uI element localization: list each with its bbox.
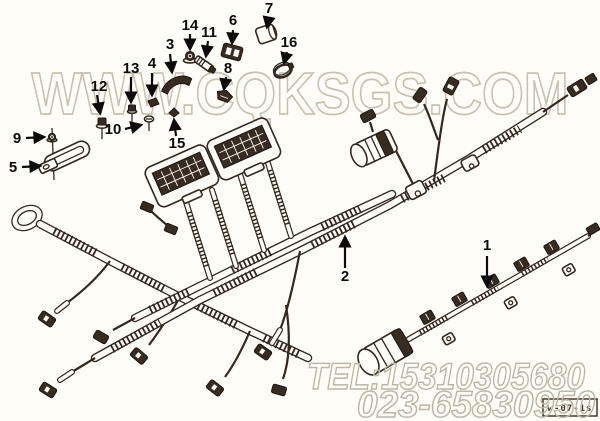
svg-text:10: 10	[105, 121, 122, 138]
branch-wire	[281, 304, 290, 380]
branch-wire	[432, 98, 449, 182]
svg-text:14: 14	[182, 17, 199, 34]
screw-icon	[126, 104, 138, 122]
plug-connector	[585, 222, 600, 236]
callout-3: 3	[164, 36, 178, 75]
nut-icon	[46, 132, 58, 143]
sensor-connector	[359, 108, 377, 124]
branch-wire	[278, 250, 302, 331]
clip-icon	[147, 97, 160, 108]
svg-text:13: 13	[123, 60, 140, 77]
callout-16: 16	[280, 34, 298, 66]
p-clamp	[405, 179, 427, 201]
watermark-phone-2: 023-65830950	[357, 384, 595, 421]
mount-ear	[441, 332, 456, 346]
callout-8: 8	[219, 60, 233, 92]
svg-text:15: 15	[169, 135, 186, 152]
svg-text:11: 11	[201, 24, 217, 41]
callout-4: 4	[145, 55, 159, 98]
mount-ear	[561, 263, 576, 277]
wedge-icon	[168, 107, 180, 118]
callout-1: 1	[480, 237, 494, 289]
callout-2: 2	[338, 234, 352, 285]
ecm-connector-right	[206, 117, 282, 181]
svg-text:5: 5	[9, 159, 17, 176]
injector-clip	[513, 256, 530, 272]
callout-12: 12	[91, 78, 108, 116]
sensor-connector	[412, 86, 428, 104]
injector-clip	[451, 291, 468, 307]
plug-connector	[129, 347, 149, 365]
watermark-site: WWW.CQKSGS.COM	[32, 61, 569, 127]
svg-text:w-07-1s: w-07-1s	[548, 404, 593, 414]
plug-connector	[163, 222, 179, 236]
callout-13: 13	[123, 60, 140, 105]
callout-14: 14	[182, 17, 199, 52]
svg-text:12: 12	[91, 78, 108, 95]
corrugated-risers	[183, 157, 294, 281]
strap-bracket-icon	[37, 140, 91, 175]
grommet-ring	[11, 204, 43, 232]
svg-text:16: 16	[281, 34, 298, 51]
plug-connector	[38, 381, 58, 399]
plug-connector	[253, 343, 273, 361]
svg-text:9: 9	[13, 130, 21, 147]
callout-15: 15	[169, 117, 186, 152]
branch-wire	[423, 103, 440, 141]
round-connector	[349, 129, 398, 168]
svg-text:3: 3	[166, 36, 174, 53]
injector-clip	[419, 309, 436, 325]
callout-5: 5	[9, 159, 43, 176]
plug-connector	[205, 379, 225, 397]
flange-bolt-icon	[95, 117, 109, 139]
barrel-connector	[357, 328, 414, 376]
trunk-ecm	[130, 189, 397, 323]
svg-text:8: 8	[224, 60, 232, 77]
ecm-connector-left	[144, 144, 220, 208]
harness-assembly	[11, 23, 600, 399]
sensor-connector	[442, 76, 460, 96]
p-clamp	[460, 154, 480, 172]
svg-text:6: 6	[229, 12, 237, 29]
callout-11: 11	[200, 24, 217, 59]
mount-ear	[503, 296, 518, 310]
callouts: 1 2 3 4 5 6 7 8 9 10 11 12 13 14 15 16	[9, 0, 494, 289]
svg-text:4: 4	[148, 55, 157, 72]
watermark-phone-1: TEL:15310305680	[307, 356, 585, 397]
svg-text:2: 2	[341, 268, 349, 285]
band-clip-icon	[160, 75, 193, 95]
screw-icon	[143, 115, 155, 131]
plug-connector	[139, 200, 155, 214]
callout-9: 9	[13, 130, 47, 147]
plug-connector	[271, 383, 287, 397]
drawing-stamp: w-07-1s	[542, 398, 598, 417]
callout-10: 10	[105, 121, 144, 138]
plug-connector	[37, 310, 57, 328]
svg-text:1: 1	[483, 237, 491, 254]
plug-connector	[92, 329, 110, 345]
fitting-icon	[193, 55, 217, 74]
trunk-main	[90, 107, 548, 363]
injector-clip	[543, 239, 560, 255]
svg-text:7: 7	[265, 0, 273, 17]
branch-wire	[224, 330, 252, 378]
plug-connector	[584, 73, 598, 85]
callout-7: 7	[262, 0, 276, 30]
branch-wire	[66, 260, 111, 304]
plug-connector	[566, 78, 588, 98]
callout-6: 6	[226, 12, 240, 46]
connector-housing-icon	[220, 42, 244, 62]
